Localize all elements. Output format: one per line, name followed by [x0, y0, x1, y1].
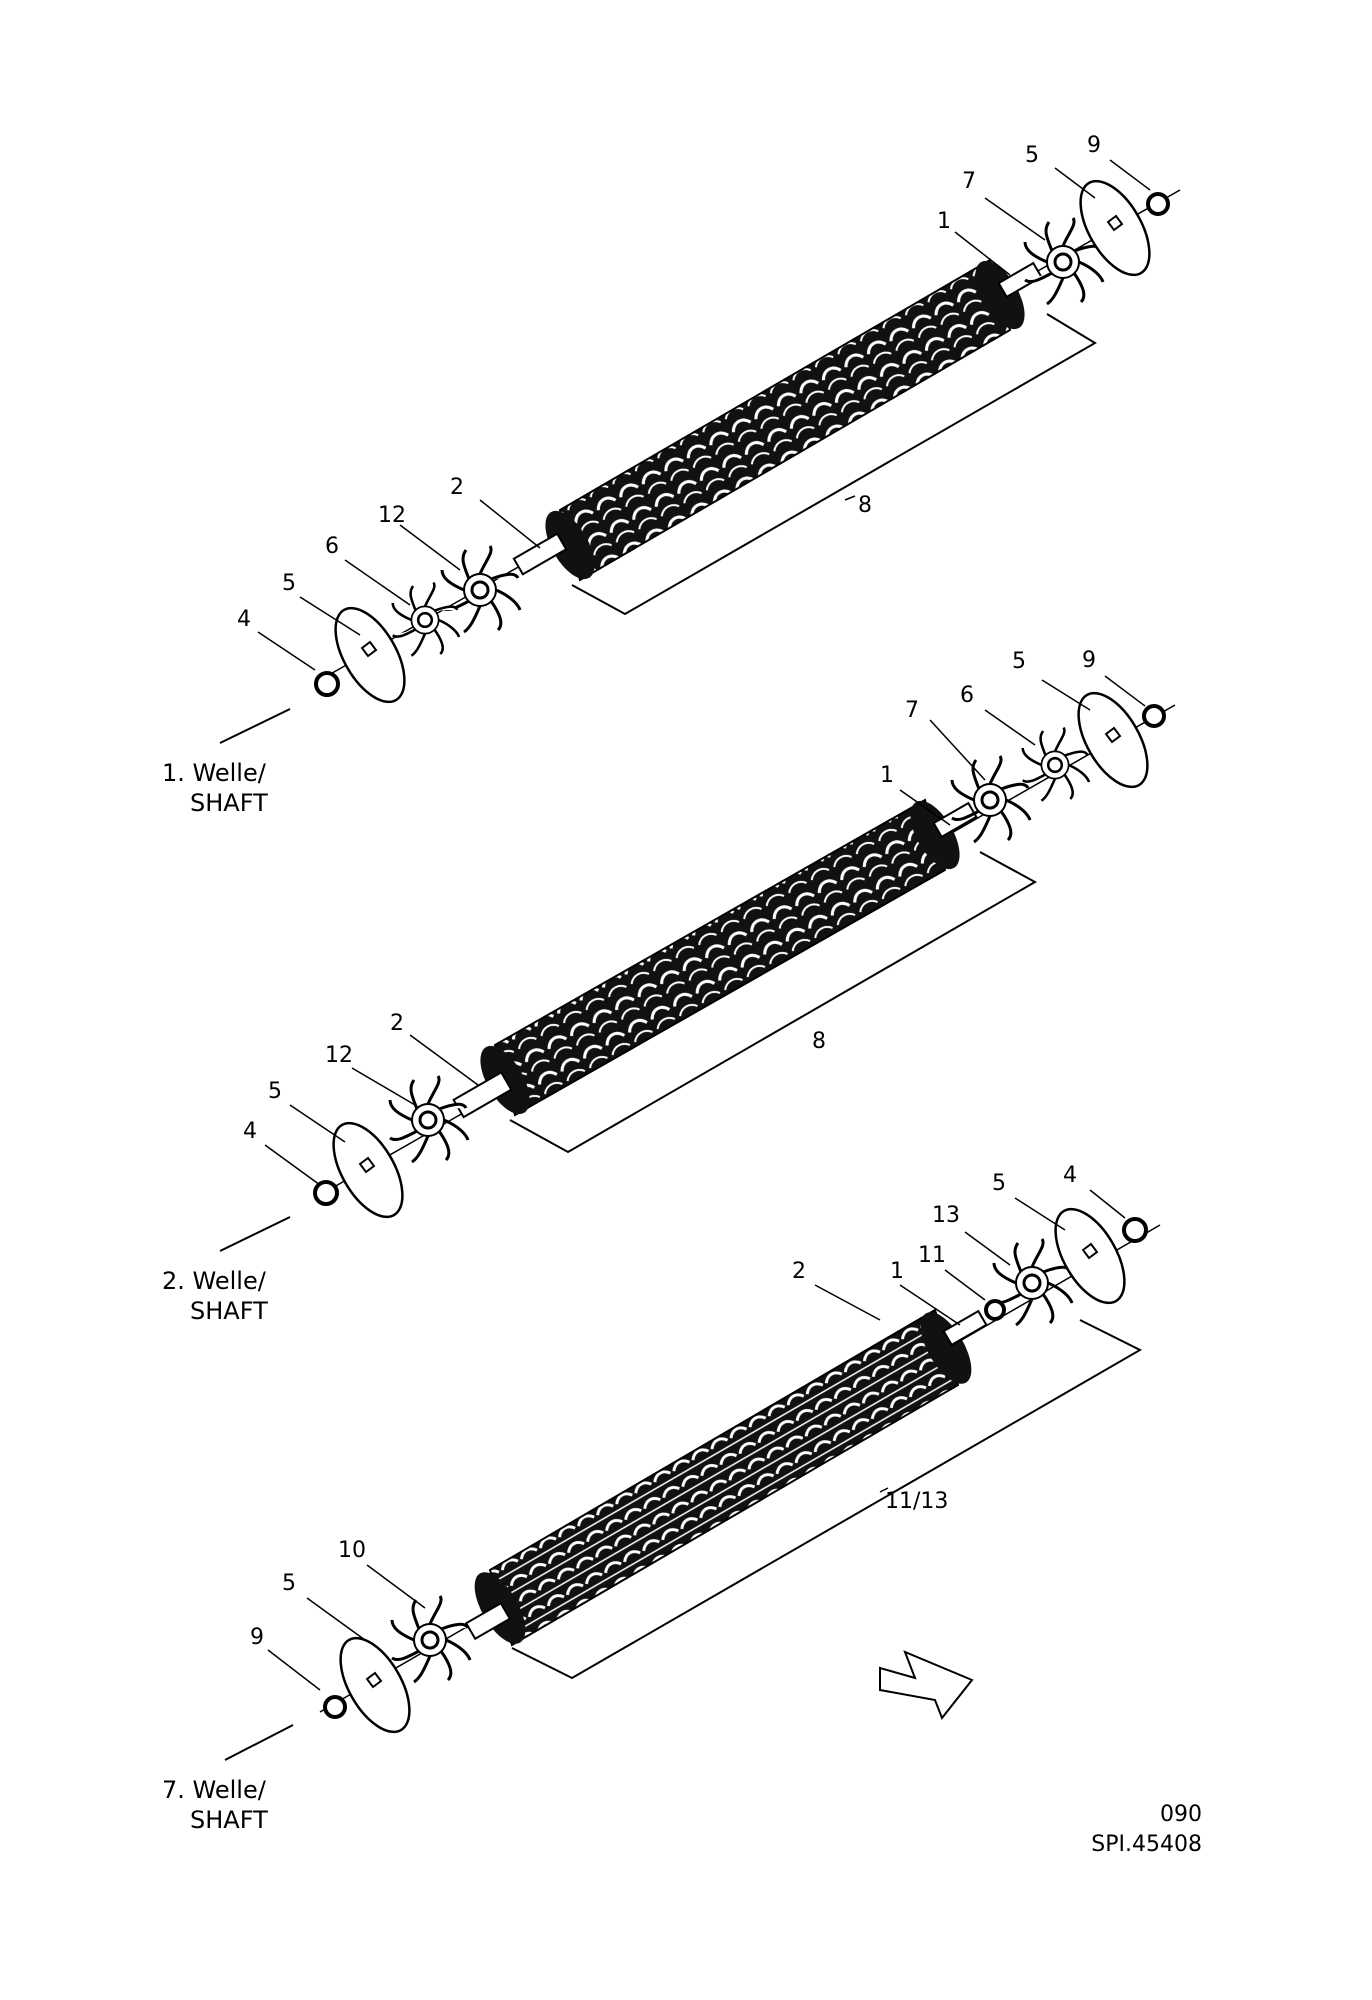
- drawing-code: 090 SPI.45408: [1091, 1800, 1202, 1860]
- assembly-7-title: 7. Welle/ SHAFT: [162, 1775, 268, 1835]
- assembly-1-title: 1. Welle/ SHAFT: [162, 758, 268, 818]
- callout-6: 6: [325, 534, 339, 559]
- brush-roller: [545, 258, 1025, 582]
- assembly-1-title-line1: 1. Welle/: [162, 759, 266, 787]
- end-disc: [1054, 1207, 1126, 1305]
- callout-2: 2: [792, 1259, 806, 1284]
- washer: [1142, 704, 1166, 728]
- brush-roller: [480, 798, 960, 1117]
- callout-4: 4: [237, 607, 251, 632]
- view-arrow: [219, 1216, 291, 1252]
- callout-1: 1: [937, 209, 951, 234]
- assembly-2-title-line1: 2. Welle/: [162, 1267, 266, 1295]
- washer: [984, 1299, 1006, 1321]
- callout-labels: 9 5 6 7 1 8 2 12 5 4: [243, 648, 1096, 1144]
- callout-2: 2: [450, 475, 464, 500]
- star-wheel: [390, 1594, 472, 1684]
- callout-7: 7: [905, 698, 919, 723]
- callout-2: 2: [390, 1011, 404, 1036]
- group-bracket: [509, 851, 1038, 1154]
- end-disc: [334, 606, 406, 704]
- view-arrow: [219, 708, 291, 744]
- callout-11: 11: [918, 1243, 946, 1268]
- end-disc: [332, 1121, 404, 1219]
- assembly-7-title-line2: SHAFT: [190, 1806, 268, 1834]
- assembly-2: 9 5 6 7 1 8 2 12 5 4: [219, 648, 1176, 1252]
- shaft-stub: [464, 1601, 512, 1641]
- group-bracket: [571, 313, 1097, 616]
- callout-12: 12: [325, 1043, 353, 1068]
- callout-5: 5: [282, 1571, 296, 1596]
- group-bracket: [511, 1319, 1143, 1680]
- callout-5: 5: [1025, 143, 1039, 168]
- callout-5: 5: [992, 1171, 1006, 1196]
- assembly-3: 4 5 13 11 1 2 11/13 10 5 9: [224, 1163, 1161, 1761]
- assembly-1-title-line2: SHAFT: [190, 789, 268, 817]
- callout-8: 8: [858, 493, 872, 518]
- drawing-reference: SPI.45408: [1091, 1832, 1202, 1857]
- assembly-2-title-line2: SHAFT: [190, 1297, 268, 1325]
- washer: [1122, 1217, 1148, 1243]
- washer: [314, 671, 340, 697]
- star-wheel: [391, 581, 461, 657]
- callout-7: 7: [962, 169, 976, 194]
- shaft-stub: [997, 261, 1043, 299]
- callout-9: 9: [250, 1625, 264, 1650]
- assembly-7-title-line1: 7. Welle/: [162, 1776, 266, 1804]
- washer: [313, 1180, 339, 1206]
- view-arrow: [224, 1724, 294, 1761]
- leader-lines: [264, 675, 1146, 1186]
- direction-arrow: [879, 1650, 974, 1720]
- shaft-stub: [452, 1070, 513, 1119]
- end-disc: [339, 1636, 411, 1734]
- washer: [323, 1695, 347, 1719]
- callout-9: 9: [1087, 133, 1101, 158]
- callout-1: 1: [880, 763, 894, 788]
- shaft-stub: [512, 532, 568, 576]
- drawing-number: 090: [1160, 1802, 1202, 1827]
- callout-5: 5: [282, 571, 296, 596]
- star-wheel: [950, 754, 1032, 844]
- leader-lines: [257, 159, 1151, 671]
- callout-11-13: 11/13: [885, 1489, 948, 1514]
- callout-4: 4: [243, 1119, 257, 1144]
- callout-labels: 4 5 13 11 1 2 11/13 10 5 9: [250, 1163, 1077, 1650]
- star-wheel: [440, 544, 522, 634]
- callout-10: 10: [338, 1538, 366, 1563]
- callout-5: 5: [268, 1079, 282, 1104]
- callout-labels: 9 5 7 1 8 2 12 6 5 4: [237, 133, 1101, 632]
- brush-roller: [474, 1308, 972, 1647]
- callout-1: 1: [890, 1259, 904, 1284]
- assembly-2-title: 2. Welle/ SHAFT: [162, 1266, 268, 1326]
- callout-8: 8: [812, 1029, 826, 1054]
- shaft-stub: [942, 1309, 988, 1347]
- callout-13: 13: [932, 1203, 960, 1228]
- callout-9: 9: [1082, 648, 1096, 673]
- callout-4: 4: [1063, 1163, 1077, 1188]
- washer: [1146, 192, 1170, 216]
- end-disc: [1077, 691, 1149, 789]
- leader-lines: [267, 1189, 1126, 1691]
- callout-12: 12: [378, 503, 406, 528]
- star-wheel: [1021, 726, 1091, 802]
- callout-5: 5: [1012, 649, 1026, 674]
- assembly-1: 9 5 7 1 8 2 12 6 5 4: [219, 133, 1181, 744]
- star-wheel: [388, 1074, 470, 1164]
- end-disc: [1079, 179, 1151, 277]
- callout-6: 6: [960, 683, 974, 708]
